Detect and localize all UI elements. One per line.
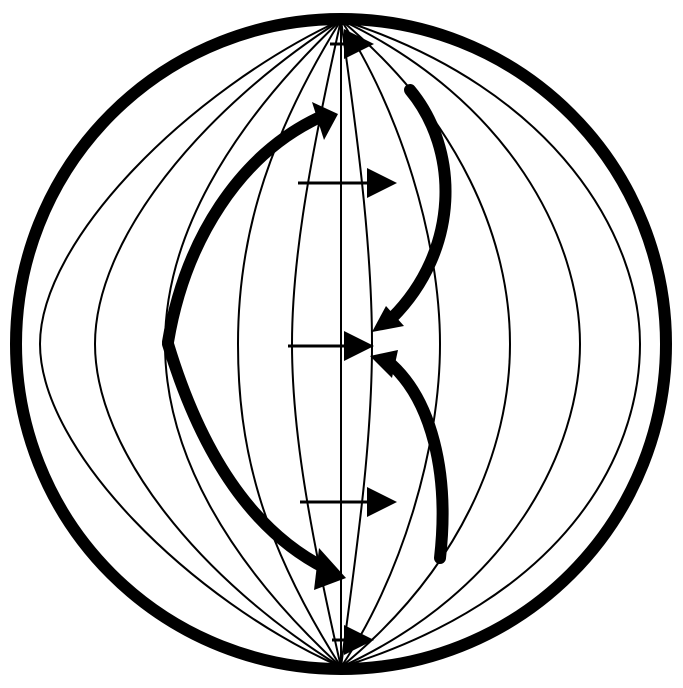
meridian-lines [40,20,640,667]
curved-arrow-upper-left [168,118,318,342]
curved-arrow-lower-left [168,344,325,568]
meridian-line [341,20,580,667]
curved-arrows [168,90,446,590]
curved-arrow-lower-right [392,365,443,558]
meridian-line [341,20,372,667]
meridian-line [40,20,341,667]
meridian-line [341,20,640,667]
meridian-line [95,20,341,667]
curved-arrow-upper-right [392,90,446,318]
